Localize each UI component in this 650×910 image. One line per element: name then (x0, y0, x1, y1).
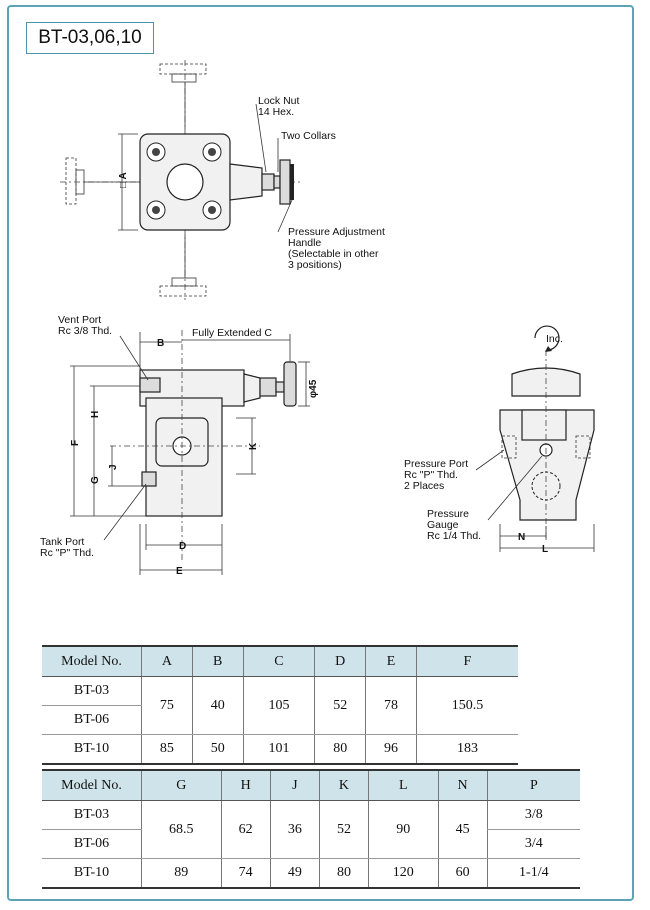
lock-nut-size-label: 14 Hex. (258, 106, 294, 118)
pressure-port-thread-label: Rc "P" Thd. (404, 469, 458, 481)
inc-label: Inc. (546, 333, 563, 345)
header-cell: B (191, 645, 244, 677)
gauge-thread-label: Rc 1/4 Thd. (427, 530, 481, 542)
model-cell: BT-03 (42, 676, 142, 706)
dim-g-label: G (90, 476, 101, 484)
header-cell: N (437, 769, 488, 801)
dimension-table-2: Model No. G H J K L N P BT-03 68.5 62 36… (42, 769, 580, 889)
header-cell: A (141, 645, 193, 677)
value-cell: 96 (365, 734, 417, 765)
value-cell: 80 (314, 734, 366, 765)
pressure-adjustment-label-2: Handle (288, 237, 321, 249)
dim-k-label: K (248, 442, 259, 450)
value-cell: 49 (269, 858, 320, 889)
value-cell: 50 (191, 734, 244, 765)
value-cell: 40 (191, 676, 244, 735)
value-cell: 60 (437, 858, 488, 889)
fully-extended-label: Fully Extended C (192, 327, 272, 339)
front-view (70, 330, 310, 575)
dim-j-label: J (108, 464, 119, 470)
dim-f-label: F (70, 440, 81, 446)
value-cell: 80 (318, 858, 369, 889)
model-title: BT-03,06,10 (26, 22, 154, 54)
vent-port-thread-label: Rc 3/8 Thd. (58, 325, 112, 337)
gauge-label: Pressure (427, 508, 469, 520)
dim-l-label: L (542, 544, 548, 555)
pressure-adjustment-label: Pressure Adjustment (288, 226, 385, 238)
header-cell: Model No. (42, 645, 142, 677)
dim-n-label: N (518, 532, 525, 543)
value-cell: 36 (269, 800, 320, 859)
header-cell: Model No. (42, 769, 142, 801)
dim-phi-label: φ45 (308, 379, 319, 398)
two-collars-label: Two Collars (281, 130, 336, 142)
value-cell: 183 (415, 734, 518, 765)
value-cell: 68.5 (141, 800, 222, 859)
table-row: BT-10 89 74 49 80 120 60 1-1/4 (42, 858, 580, 889)
technical-drawing: □ A Lock Nut 14 Hex. Two Collars Pressur… (40, 60, 595, 577)
model-cell: BT-10 (42, 734, 142, 765)
pressure-adjustment-label-4: 3 positions) (288, 259, 342, 271)
lock-nut-label: Lock Nut (258, 95, 300, 107)
pressure-port-places-label: 2 Places (404, 480, 444, 492)
top-view: □ A (60, 60, 300, 300)
value-cell: 105 (242, 676, 315, 735)
dim-e-label: E (176, 566, 183, 577)
header-cell: K (318, 769, 369, 801)
header-cell: J (269, 769, 320, 801)
model-cell: BT-06 (42, 705, 142, 735)
value-cell: 101 (242, 734, 315, 765)
vent-port-label: Vent Port (58, 314, 101, 326)
header-cell: D (314, 645, 366, 677)
header-cell: C (242, 645, 315, 677)
dim-b-label: B (157, 338, 164, 349)
value-cell: 89 (141, 858, 222, 889)
dim-d-label: D (179, 541, 186, 552)
model-cell: BT-03 (42, 800, 142, 830)
value-cell: 85 (141, 734, 193, 765)
value-cell: 45 (437, 800, 488, 859)
value-cell: 1-1/4 (486, 858, 580, 889)
gauge-label-2: Gauge (427, 519, 459, 531)
pressure-port-label: Pressure Port (404, 458, 468, 470)
value-cell: 52 (314, 676, 366, 735)
value-cell: 90 (368, 800, 438, 859)
page-frame (7, 5, 634, 901)
tank-port-label: Tank Port (40, 536, 84, 548)
header-cell: L (368, 769, 438, 801)
dim-h-label: H (90, 411, 101, 418)
model-cell: BT-10 (42, 858, 142, 889)
value-cell: 120 (368, 858, 438, 889)
table-header-row: Model No. G H J K L N P (42, 769, 580, 801)
tank-port-thread-label: Rc "P" Thd. (40, 547, 94, 559)
header-cell: P (486, 769, 580, 801)
header-cell: F (415, 645, 518, 677)
header-cell: G (141, 769, 222, 801)
header-cell: E (365, 645, 417, 677)
side-view (475, 325, 595, 552)
value-cell: 3/8 (486, 800, 580, 830)
value-cell: 52 (318, 800, 369, 859)
table-row: BT-03 75 40 105 52 78 150.5 (42, 676, 518, 735)
table-row: BT-10 85 50 101 80 96 183 (42, 734, 518, 765)
header-cell: H (220, 769, 271, 801)
value-cell: 62 (220, 800, 271, 859)
table-header-row: Model No. A B C D E F (42, 645, 518, 677)
value-cell: 74 (220, 858, 271, 889)
table-row: BT-06 (42, 705, 518, 735)
pressure-adjustment-label-3: (Selectable in other (288, 248, 379, 260)
model-cell: BT-06 (42, 829, 142, 859)
value-cell: 75 (141, 676, 193, 735)
table-row: BT-06 3/4 (42, 829, 580, 859)
value-cell: 78 (365, 676, 417, 735)
dim-a-label: □ A (118, 172, 129, 188)
table-row: BT-03 68.5 62 36 52 90 45 3/8 (42, 800, 580, 859)
dimension-table-1: Model No. A B C D E F BT-03 75 40 105 52… (42, 645, 518, 765)
value-cell: 150.5 (415, 676, 518, 735)
value-cell: 3/4 (486, 829, 580, 859)
